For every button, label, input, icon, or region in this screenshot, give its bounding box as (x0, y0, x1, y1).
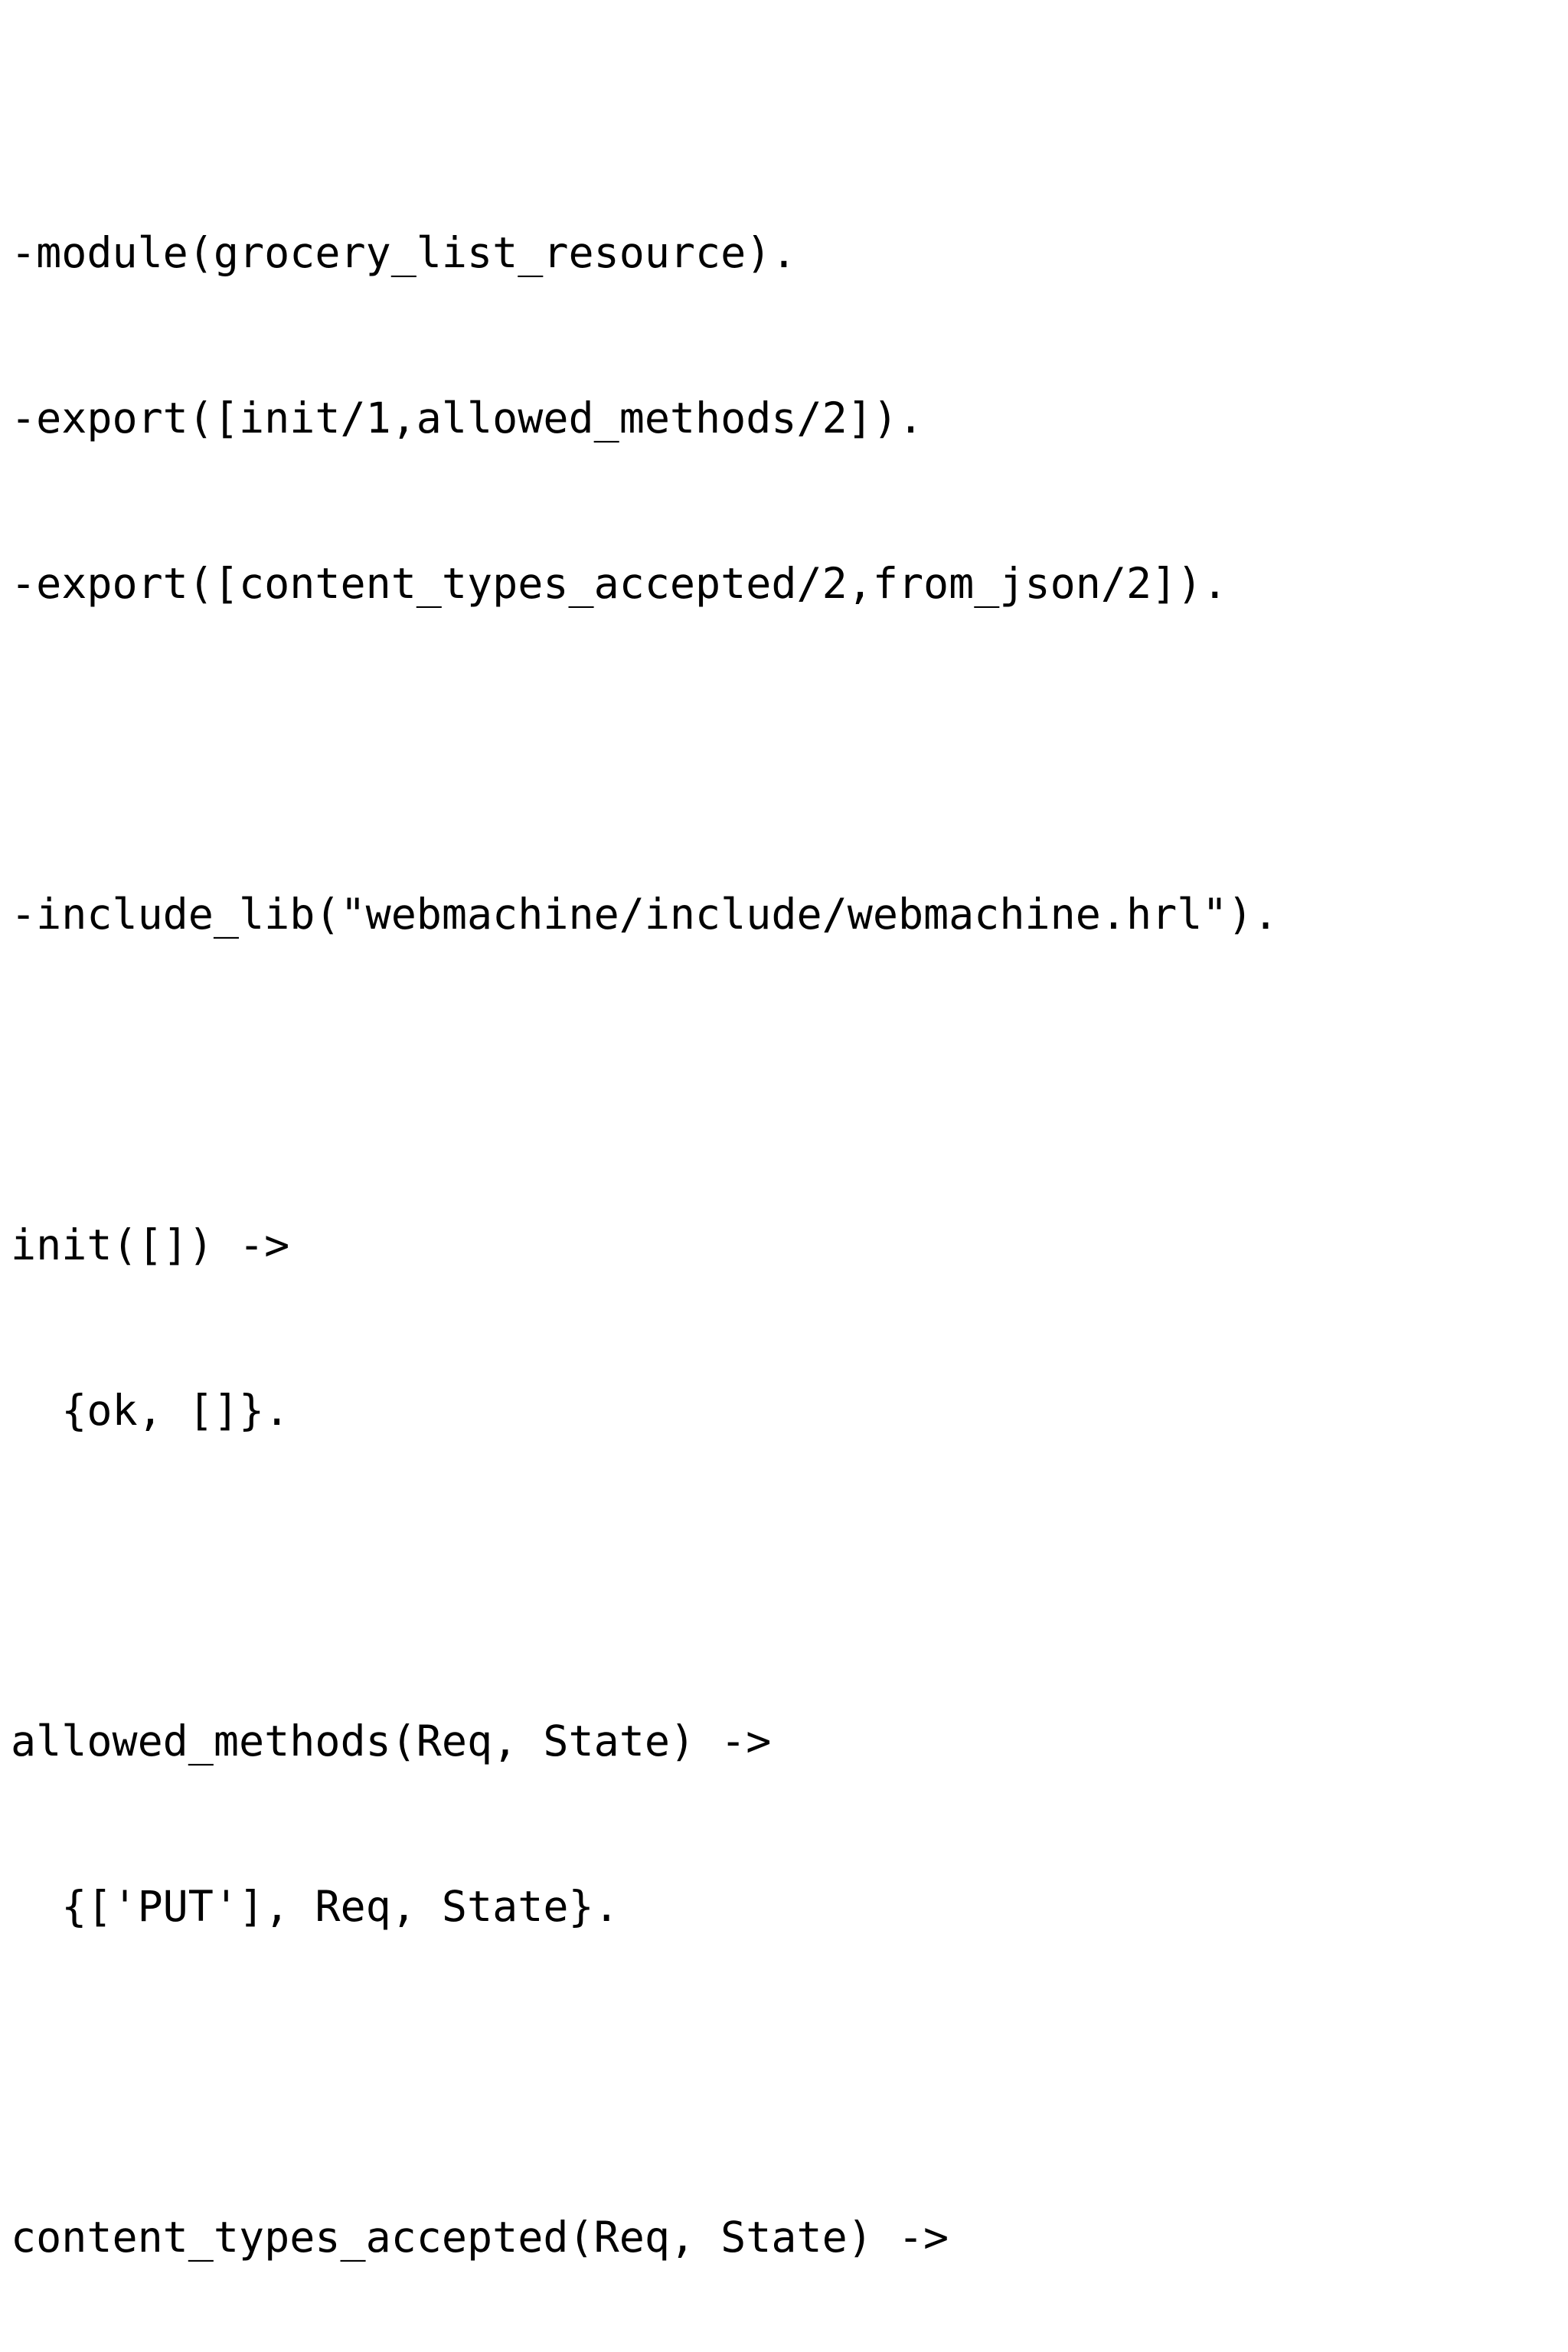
code-line: -export([init/1,allowed_methods/2]). (11, 394, 924, 443)
code-line: allowed_methods(Req, State) -> (11, 1717, 772, 1766)
code-line-blank (11, 1052, 1568, 1107)
code-slide: -module(grocery_list_resource). -export(… (11, 228, 1279, 2262)
code-line: {ok, []}. (11, 1386, 290, 1435)
code-line: init([]) -> (11, 1220, 290, 1269)
code-line: -include_lib("webmachine/include/webmach… (11, 890, 1279, 939)
code-line: {['PUT'], Req, State}. (11, 1882, 619, 1931)
code-line-blank (11, 2044, 1568, 2099)
code-line: -module(grocery_list_resource). (11, 228, 797, 277)
erlang-code-listing: -module(grocery_list_resource). -export(… (11, 115, 1568, 2352)
code-line-blank (11, 1548, 1568, 1603)
code-line-blank (11, 721, 1568, 776)
code-line: -export([content_types_accepted/2,from_j… (11, 559, 1228, 608)
code-line: content_types_accepted(Req, State) -> (11, 2213, 949, 2262)
